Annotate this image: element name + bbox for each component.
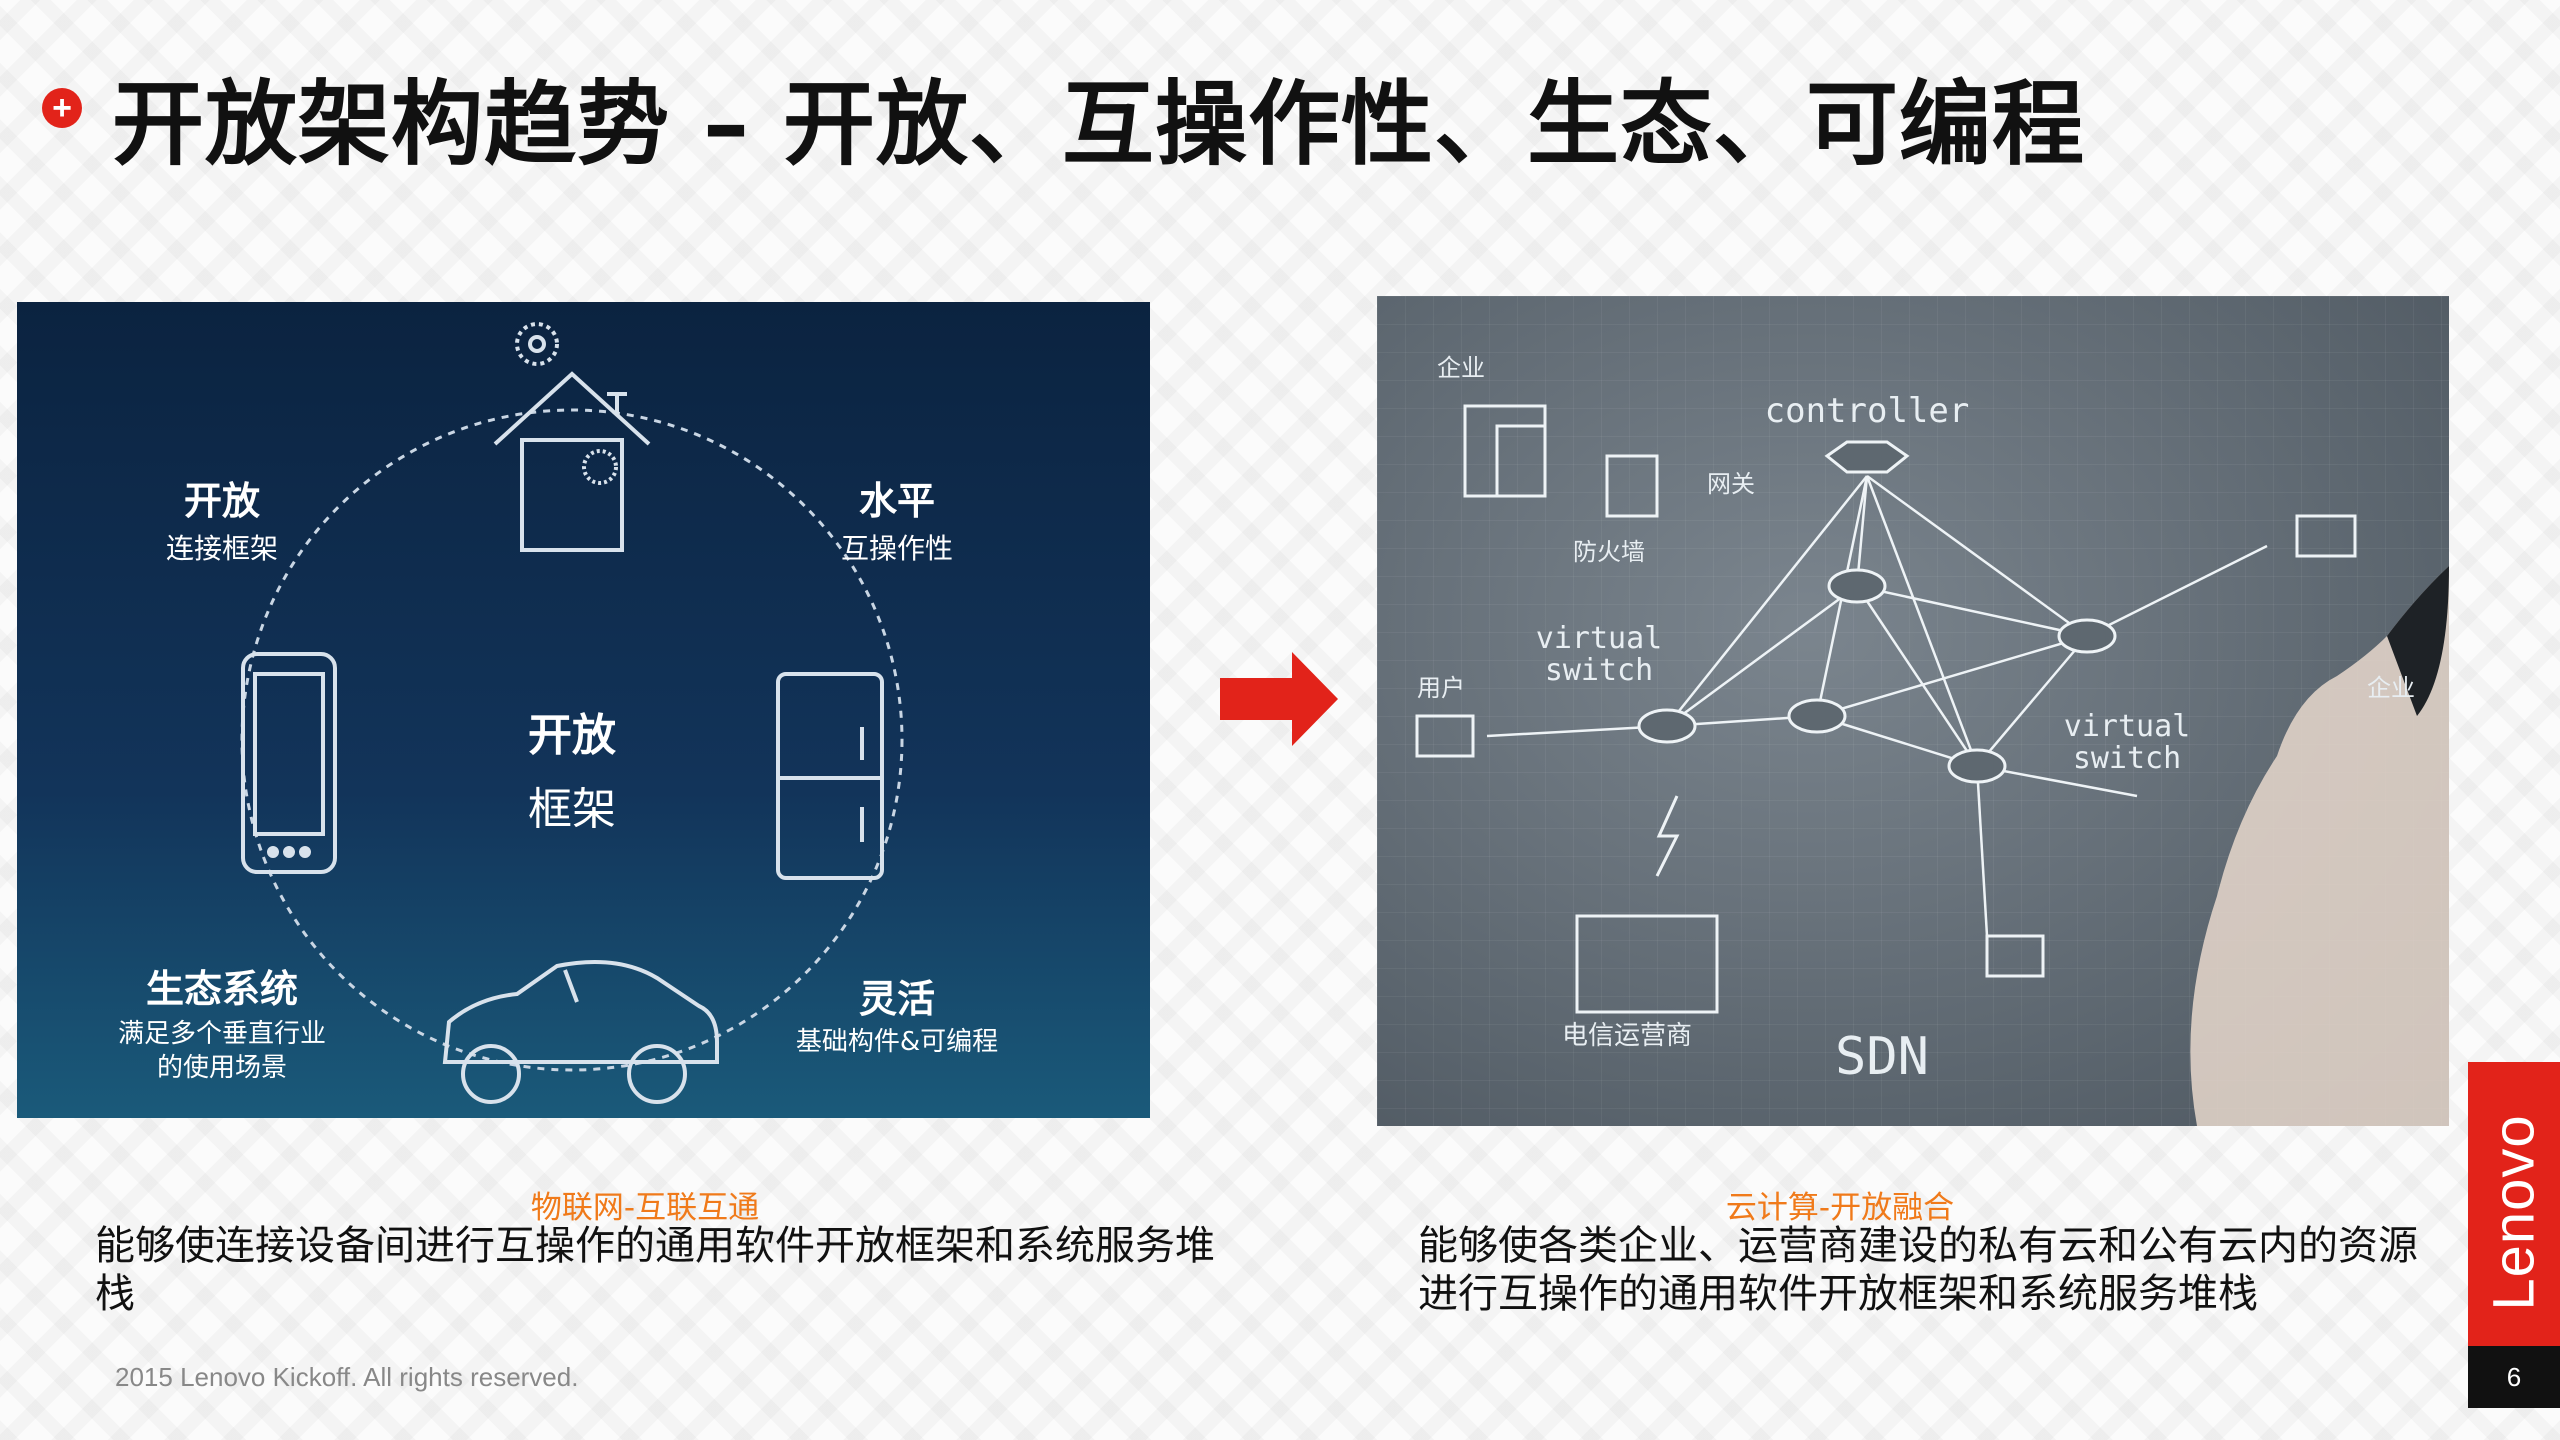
iot-center-label-top: 开放 — [528, 710, 616, 761]
sdn-vswitch-label-1a: virtual — [1536, 621, 1662, 656]
sdn-firewall-label: 防火墙 — [1573, 538, 1645, 566]
page-number: 6 — [2468, 1346, 2560, 1408]
sdn-network-image: controller virtual switch virtual switch… — [1377, 296, 2449, 1126]
sdn-vswitch-label-2a: virtual — [2064, 709, 2190, 744]
lenovo-logo-text: Lenovo — [2481, 1113, 2547, 1311]
sdn-telecom-label: 电信运营商 — [1562, 1021, 1692, 1051]
arrow-right-icon — [1220, 652, 1338, 746]
iot-description: 能够使连接设备间进行互操作的通用软件开放框架和系统服务堆栈 — [95, 1223, 1215, 1317]
iot-ecosystem-sub1: 满足多个垂直行业 — [118, 1019, 326, 1049]
iot-open-subtitle: 连接框架 — [166, 532, 278, 565]
sdn-caption: 云计算-开放融合 — [1725, 1190, 1955, 1226]
iot-open-title: 开放 — [184, 479, 260, 523]
sdn-vswitch-label-1b: switch — [1545, 653, 1653, 688]
title-bullet-icon: + — [42, 88, 82, 128]
iot-flexible-title: 灵活 — [859, 977, 935, 1021]
iot-ecosystem-sub2: 的使用场景 — [157, 1053, 287, 1083]
sdn-user-label: 用户 — [1417, 674, 1465, 702]
server-rack-icon — [1575, 914, 1719, 1014]
sdn-controller-label: controller — [1765, 391, 1970, 431]
refrigerator-icon — [776, 672, 884, 880]
iot-horizontal-title: 水平 — [859, 479, 935, 523]
hand-image — [2190, 566, 2449, 1126]
lenovo-logo: Lenovo — [2468, 1062, 2560, 1362]
iot-center-label-bottom: 框架 — [528, 784, 616, 835]
iot-diagram-image: 开放 框架 开放 连接框架 水平 互操作性 生态系统 满足多个垂直行业 的使用场… — [17, 302, 1150, 1118]
car-icon — [442, 960, 719, 1104]
slide-title: 开放架构趋势 – 开放、互操作性、生态、可编程 — [112, 71, 2086, 178]
sdn-gateway-label: 网关 — [1707, 470, 1755, 498]
lightning-icon — [1655, 795, 1680, 877]
iot-flexible-subtitle: 基础构件&可编程 — [796, 1027, 998, 1057]
sdn-description: 能够使各类企业、运营商建设的私有云和公有云内的资源进行互操作的通用软件开放框架和… — [1418, 1223, 2418, 1317]
iot-caption: 物联网-互联互通 — [530, 1190, 760, 1226]
sdn-vswitch-label-2b: switch — [2073, 741, 2181, 776]
copyright-footer: 2015 Lenovo Kickoff. All rights reserved… — [115, 1362, 579, 1392]
sdn-title-label: SDN — [1835, 1027, 1929, 1087]
firewall-icon — [1605, 454, 1659, 518]
smart-home-icon — [493, 322, 651, 552]
smartphone-icon — [241, 652, 337, 874]
brand-bar — [2468, 1062, 2560, 1362]
sdn-enterprise-label-1: 企业 — [1437, 354, 1485, 382]
sdn-enterprise-label-2: 企业 — [2367, 674, 2415, 702]
user-laptop-icon — [1415, 714, 1475, 758]
iot-horizontal-subtitle: 互操作性 — [841, 532, 953, 565]
controller-node-icon — [1824, 440, 1910, 474]
enterprise-building-icon — [1463, 404, 1547, 498]
iot-ecosystem-title: 生态系统 — [146, 967, 298, 1011]
